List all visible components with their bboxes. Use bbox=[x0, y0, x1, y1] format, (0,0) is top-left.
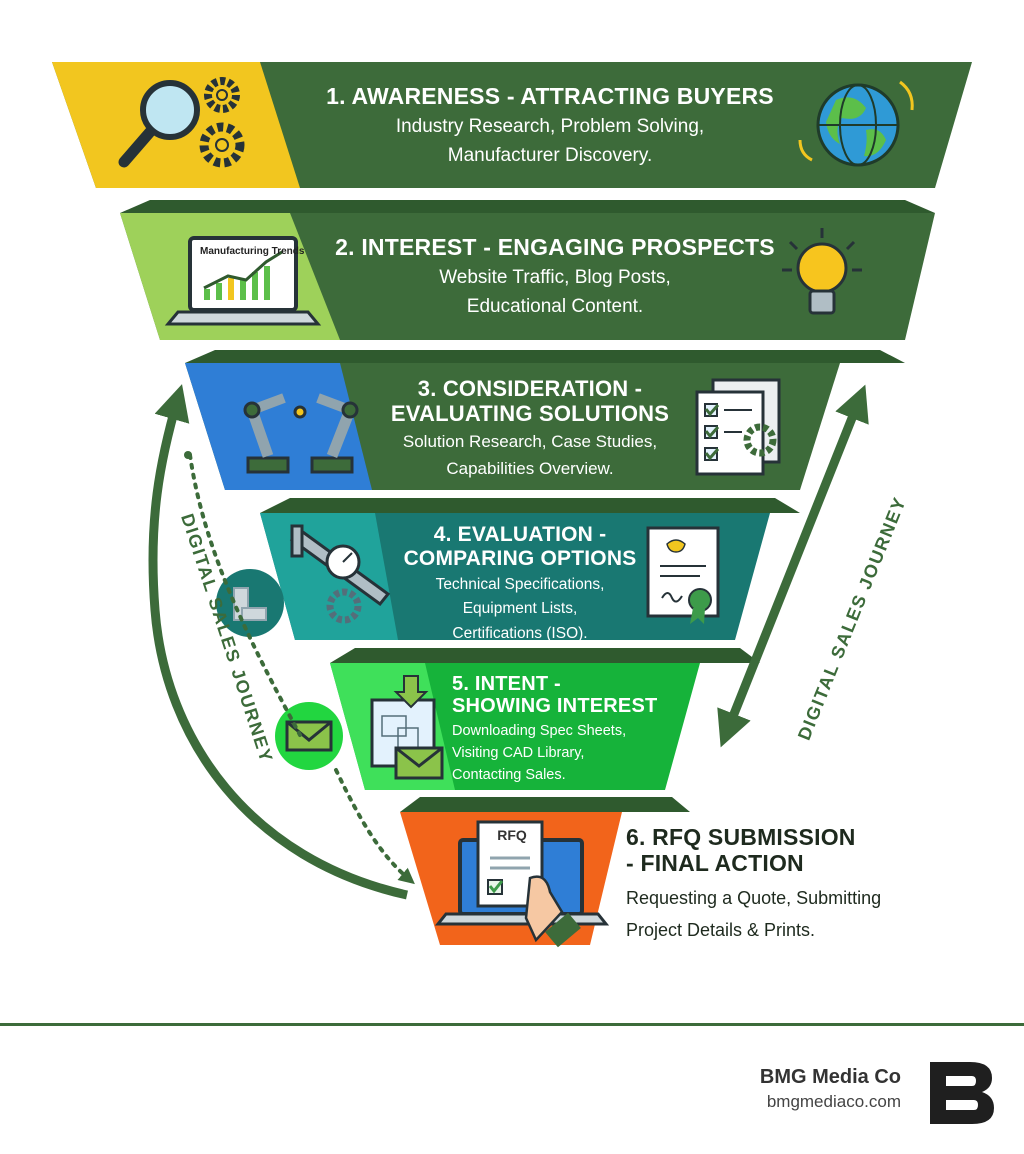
stage-3-desc-line-2: Capabilities Overview. bbox=[446, 458, 614, 478]
stage-2-desc-line-2: Educational Content. bbox=[466, 295, 644, 317]
stage-2-title: 2. INTEREST - ENGAGING PROSPECTS bbox=[335, 234, 775, 260]
rfq-doc-label: RFQ bbox=[497, 827, 527, 843]
gears-icon bbox=[199, 77, 245, 168]
stage-4-title-line-1: 4. EVALUATION - bbox=[433, 523, 607, 546]
caliper-icon bbox=[289, 524, 391, 624]
stage-5-title-line-1: 5. INTENT - bbox=[452, 673, 561, 695]
stage-6-title-line-1: 6. RFQ SUBMISSION bbox=[626, 824, 856, 850]
stage-4-desc-line-2: Equipment Lists, bbox=[462, 600, 578, 618]
stage-3-title-line-2: EVALUATING SOLUTIONS bbox=[390, 400, 670, 426]
stage-4-desc-line-3: Certifications (ISO). bbox=[452, 624, 588, 642]
stage-5-desc-line-3: Contacting Sales. bbox=[452, 767, 566, 784]
left-journey-arrow bbox=[148, 384, 415, 900]
stage-3-text: 3. CONSIDERATION - EVALUATING SOLUTIONS … bbox=[370, 376, 690, 479]
lightbulb-icon bbox=[782, 228, 862, 315]
certificate-icon bbox=[646, 526, 720, 624]
stage-4-title-line-2: COMPARING OPTIONS bbox=[403, 546, 637, 570]
band-folds bbox=[120, 200, 935, 812]
stage-4-text: 4. EVALUATION - COMPARING OPTIONS Techni… bbox=[390, 523, 650, 643]
brand-logo-icon bbox=[930, 1062, 994, 1124]
stage-1-desc-line-1: Industry Research, Problem Solving, bbox=[395, 115, 705, 137]
magnifier-icon bbox=[118, 80, 200, 168]
robot-arms-icon bbox=[243, 393, 359, 474]
stage-1-title: 1. AWARENESS - ATTRACTING BUYERS bbox=[326, 83, 774, 109]
rfq-laptop-icon bbox=[434, 820, 610, 948]
stage-1-desc-line-2: Manufacturer Discovery. bbox=[447, 144, 653, 166]
laptop-chart-icon bbox=[164, 236, 322, 326]
stage-3-title-line-1: 3. CONSIDERATION - bbox=[417, 376, 643, 401]
globe-icon bbox=[798, 80, 914, 167]
laptop-chart-label: Manufacturing Trends bbox=[200, 246, 305, 257]
right-journey-arrow bbox=[717, 384, 869, 748]
stage-2-text: 2. INTEREST - ENGAGING PROSPECTS Website… bbox=[320, 234, 790, 318]
brand-name: BMG Media Co bbox=[759, 1066, 901, 1088]
stage-4-desc-line-1: Technical Specifications, bbox=[435, 576, 605, 594]
stage-6-desc-line-1: Requesting a Quote, Submitting bbox=[626, 887, 882, 908]
stage-1-text: 1. AWARENESS - ATTRACTING BUYERS Industr… bbox=[290, 83, 810, 167]
stage-5-desc-line-1: Downloading Spec Sheets, bbox=[452, 722, 627, 739]
stage-6-desc-line-2: Project Details & Prints. bbox=[626, 920, 816, 940]
brand-url: bmgmediaco.com bbox=[766, 1092, 901, 1111]
envelope-icon bbox=[394, 746, 444, 780]
stage-3-desc-line-1: Solution Research, Case Studies, bbox=[402, 432, 658, 452]
stage-6-text: 6. RFQ SUBMISSION - FINAL ACTION Request… bbox=[626, 824, 956, 942]
stage-6-title-line-2: - FINAL ACTION bbox=[626, 849, 804, 876]
stage-5-desc-line-2: Visiting CAD Library, bbox=[452, 744, 585, 761]
footer-divider bbox=[0, 1023, 1024, 1026]
stage-2-desc-line-1: Website Traffic, Blog Posts, bbox=[439, 266, 671, 288]
stage-5-title-line-2: SHOWING INTEREST bbox=[452, 695, 658, 718]
stage-5-text: 5. INTENT - SHOWING INTEREST Downloading… bbox=[452, 673, 667, 784]
envelope-circle-icon bbox=[275, 702, 343, 770]
pipe-fitting-icon bbox=[216, 569, 284, 637]
checklist-icon bbox=[695, 378, 781, 476]
